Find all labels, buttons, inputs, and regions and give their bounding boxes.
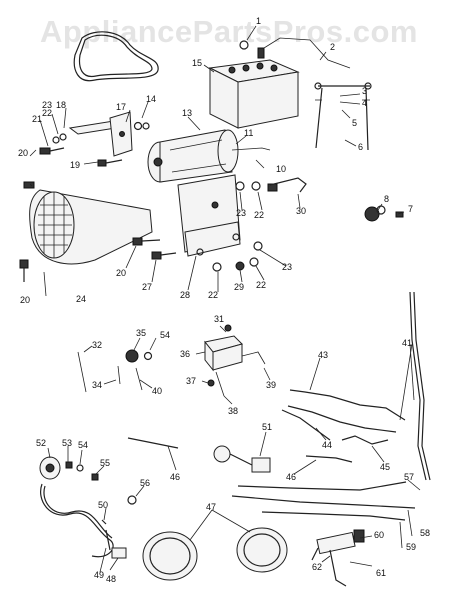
- callout-22b: 22: [254, 210, 264, 220]
- cable-45-part: [341, 435, 389, 445]
- callout-44: 44: [322, 440, 332, 450]
- callout-54a: 54: [160, 330, 170, 340]
- callout-14: 14: [146, 94, 156, 104]
- callout-52: 52: [36, 438, 46, 448]
- callout-1: 1: [256, 16, 261, 26]
- callout-36: 36: [180, 349, 190, 359]
- callout-46a: 46: [170, 472, 180, 482]
- callout-31: 31: [214, 314, 224, 324]
- leader-lines: [29, 25, 421, 573]
- callout-10: 10: [276, 164, 286, 174]
- starter-generator-part: [147, 129, 239, 183]
- callout-23c: 23: [282, 262, 292, 272]
- callout-43: 43: [318, 350, 328, 360]
- callout-8: 8: [384, 194, 389, 204]
- callout-58: 58: [420, 528, 430, 538]
- battery-part: [208, 47, 300, 129]
- callout-34: 34: [92, 380, 102, 390]
- callout-59: 59: [406, 542, 416, 552]
- callout-53: 53: [62, 438, 72, 448]
- callout-29: 29: [234, 282, 244, 292]
- callout-labels: 1 2 3 4 5 6 7 8 10 11 13 14 15 17 18 19 …: [18, 16, 430, 584]
- callout-3: 3: [362, 86, 367, 96]
- callout-22d: 22: [256, 280, 266, 290]
- cable-59-part: [261, 511, 406, 521]
- callout-22a: 22: [42, 108, 52, 118]
- voltage-regulator-part: [204, 324, 243, 372]
- callout-2: 2: [330, 42, 335, 52]
- callout-5: 5: [352, 118, 357, 128]
- callout-4: 4: [362, 98, 367, 108]
- callout-20c: 20: [20, 295, 30, 305]
- callout-7: 7: [408, 204, 413, 214]
- callout-45: 45: [380, 462, 390, 472]
- cable-58-part: [231, 495, 416, 509]
- callout-46b: 46: [286, 472, 296, 482]
- callout-47: 47: [206, 502, 216, 512]
- callout-24: 24: [76, 294, 86, 304]
- callout-23b: 23: [236, 208, 246, 218]
- callout-28: 28: [180, 290, 190, 300]
- callout-17: 17: [116, 102, 126, 112]
- callout-54b: 54: [78, 440, 88, 450]
- callout-27: 27: [142, 282, 152, 292]
- cable-44-part: [281, 409, 331, 441]
- callout-11: 11: [244, 128, 253, 138]
- callout-20a: 20: [18, 148, 28, 158]
- callout-35: 35: [136, 328, 146, 338]
- callout-57: 57: [404, 472, 414, 482]
- callout-62: 62: [312, 562, 322, 572]
- callout-41: 41: [402, 338, 412, 348]
- callout-50: 50: [98, 500, 108, 510]
- callout-60: 60: [374, 530, 384, 540]
- callout-56: 56: [140, 478, 150, 488]
- callout-55: 55: [100, 458, 110, 468]
- fan-shroud-part: [29, 189, 153, 265]
- callout-23a: 23: [42, 100, 52, 110]
- callout-19: 19: [70, 160, 80, 170]
- callout-40: 40: [152, 386, 162, 396]
- callout-13: 13: [182, 108, 192, 118]
- belt-part: [73, 31, 159, 82]
- harness-43-part: [289, 389, 406, 421]
- callout-37: 37: [186, 376, 196, 386]
- callout-49: 49: [94, 570, 104, 580]
- cable-57-part: [237, 481, 407, 491]
- callout-38: 38: [228, 406, 238, 416]
- callout-39: 39: [266, 380, 276, 390]
- headlight-part: [142, 527, 288, 581]
- callout-6: 6: [358, 142, 363, 152]
- harness-41-part: [409, 291, 427, 481]
- callout-18: 18: [56, 100, 66, 110]
- callout-48: 48: [106, 574, 116, 584]
- callout-51: 51: [262, 422, 272, 432]
- callout-15: 15: [192, 58, 202, 68]
- callout-61: 61: [376, 568, 386, 578]
- callout-32: 32: [92, 340, 102, 350]
- callout-20b: 20: [116, 268, 126, 278]
- callout-30: 30: [296, 206, 306, 216]
- ignition-switch-part: [311, 529, 365, 587]
- cable-46-part: [127, 437, 179, 449]
- callout-21: 21: [32, 114, 42, 124]
- callout-22c: 22: [208, 290, 218, 300]
